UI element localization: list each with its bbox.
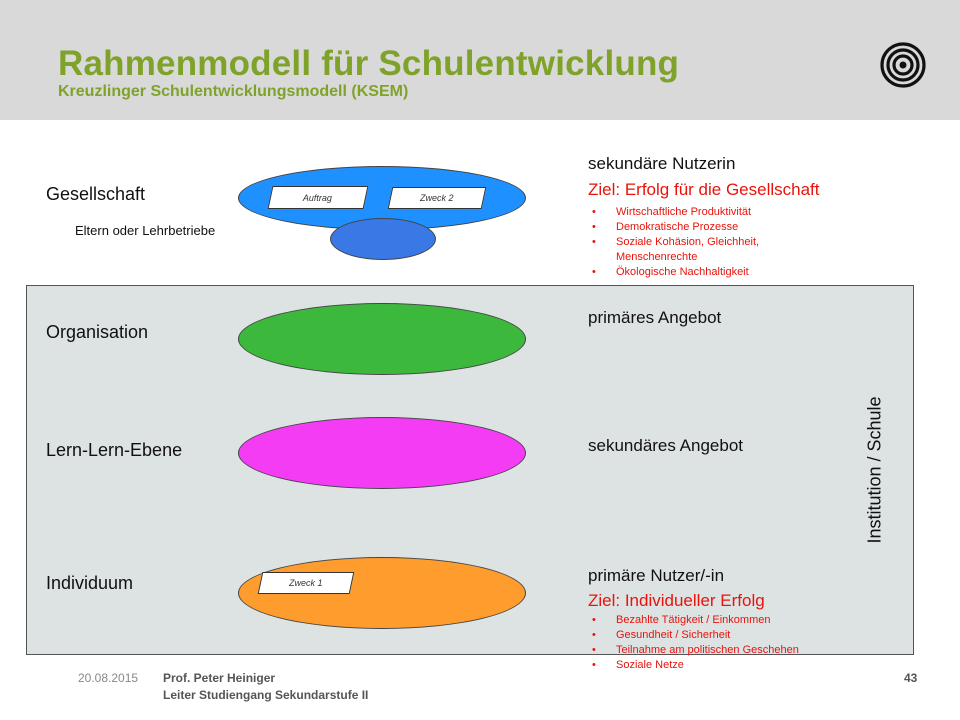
list-item: Teilnahme am politischen Geschehen xyxy=(588,643,799,658)
lern-lern-ellipse xyxy=(238,417,526,489)
list-item-continuation: Menschenrechte xyxy=(616,251,698,263)
parents-ellipse xyxy=(330,218,436,260)
footer-author-name: Prof. Peter Heiniger xyxy=(163,671,276,685)
primary-user-heading: primäre Nutzer/-in xyxy=(588,566,725,585)
organisation-ellipse xyxy=(238,303,526,375)
secondary-user-heading: sekundäre Nutzerin xyxy=(588,154,736,173)
list-item: Soziale Netze xyxy=(588,658,799,673)
label-eltern: Eltern oder Lehrbetriebe xyxy=(75,223,216,238)
label-individuum: Individuum xyxy=(46,573,134,593)
footer-author-role: Leiter Studiengang Sekundarstufe II xyxy=(163,688,369,702)
tag-auftrag: Auftrag xyxy=(267,186,369,209)
society-goal: Ziel: Erfolg für die Gesellschaft xyxy=(588,180,820,199)
list-item: Demokratische Prozesse xyxy=(588,220,759,235)
footer-date: 20.08.2015 xyxy=(78,671,139,685)
individual-goal: Ziel: Individueller Erfolg xyxy=(588,591,765,610)
society-bullet-list: Wirtschaftliche Produktivität Demokratis… xyxy=(588,205,759,280)
list-item: Gesundheit / Sicherheit xyxy=(588,628,799,643)
primary-offer-heading: primäres Angebot xyxy=(588,308,722,327)
individual-bullet-list: Bezahlte Tätigkeit / Einkommen Gesundhei… xyxy=(588,613,799,673)
list-item: Ökologische Nachhaltigkeit xyxy=(588,265,759,280)
label-gesellschaft: Gesellschaft xyxy=(46,184,146,204)
secondary-offer-heading: sekundäres Angebot xyxy=(588,436,744,455)
tag-zweck-2: Zweck 2 xyxy=(387,187,487,209)
header-band xyxy=(0,0,960,120)
concentric-circles-logo-icon xyxy=(880,42,926,88)
page-subtitle: Kreuzlinger Schulentwicklungsmodell (KSE… xyxy=(58,83,409,100)
page-number: 43 xyxy=(904,671,918,685)
footer-author: Prof. Peter Heiniger Leiter Studiengang … xyxy=(163,670,368,704)
label-lern-lern-ebene: Lern-Lern-Ebene xyxy=(46,440,183,460)
list-item: Soziale Kohäsion, Gleichheit, xyxy=(588,235,759,250)
tag-zweck-1: Zweck 1 xyxy=(257,572,355,594)
page-title: Rahmenmodell für Schulentwicklung xyxy=(58,44,680,83)
label-organisation: Organisation xyxy=(46,322,149,342)
list-item: Wirtschaftliche Produktivität xyxy=(588,205,759,220)
institution-label: Institution / Schule xyxy=(864,396,885,544)
list-item: Bezahlte Tätigkeit / Einkommen xyxy=(588,613,799,628)
